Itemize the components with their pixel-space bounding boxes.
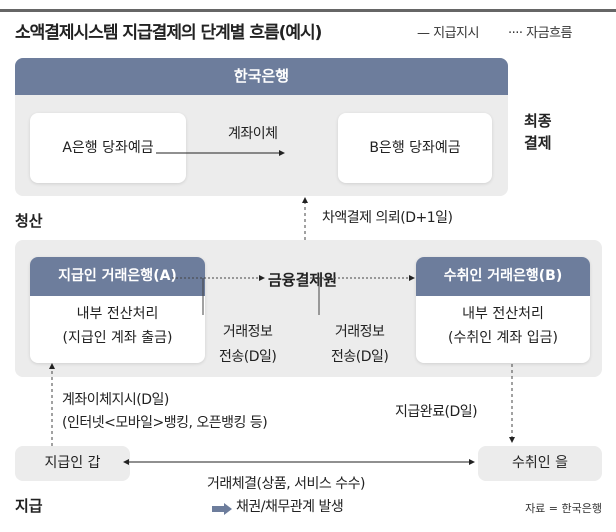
legend-solid: — 지급지시: [417, 26, 479, 41]
info-left-line2: 전송(D일): [219, 349, 277, 365]
info-right-line1: 거래정보: [334, 324, 385, 340]
block-arrow-icon: [212, 500, 232, 519]
b-bank-account-box: B은행 당좌예금: [338, 113, 492, 183]
source-note: 자료 = 한국은행: [525, 502, 602, 515]
info-left-line1: 거래정보: [222, 324, 273, 340]
a-bank-account-box: A은행 당좌예금: [30, 113, 186, 183]
payer-bank-line2: (지급인 계좌 출금): [62, 330, 173, 346]
info-transfer-right: 거래정보 전송(D일): [331, 320, 389, 370]
transfer-order-channels: (인터넷<모바일>뱅킹, 오픈뱅킹 등): [62, 415, 268, 431]
payer-bank-box: 지급인 거래은행(A) 내부 전산처리 (지급인 계좌 출금): [30, 257, 205, 363]
payee-bank-box: 수취인 거래은행(B) 내부 전산처리 (수취인 계좌 입금): [416, 257, 590, 363]
transfer-label: 계좌이체: [228, 126, 278, 142]
payee-bank-header: 수취인 거래은행(B): [416, 257, 590, 296]
transfer-order-label: 계좌이체지시(D일): [62, 392, 169, 408]
payer-box: 지급인 갑: [15, 446, 130, 481]
deal-label: 거래체결(상품, 서비스 수수): [207, 476, 365, 492]
final-settlement-label-2: 결제: [524, 134, 552, 152]
info-right-line2: 전송(D일): [331, 349, 389, 365]
debt-relation-label: 채권/채무관계 발생: [236, 499, 344, 515]
bank-of-korea-header: 한국은행: [15, 58, 508, 95]
kftc-label: 금융결제원: [268, 271, 338, 289]
payee-box: 수취인 을: [478, 446, 602, 481]
net-settlement-request-label: 차액결제 의뢰(D+1일): [322, 210, 453, 226]
payment-complete-label: 지급완료(D일): [395, 404, 478, 420]
payment-section-label: 지급: [15, 497, 43, 515]
info-transfer-left: 거래정보 전송(D일): [219, 320, 277, 370]
payee-bank-line2: (수취인 계좌 입금): [448, 330, 558, 346]
final-settlement-label-1: 최종: [524, 112, 552, 130]
page-title: 소액결제시스템 지급결제의 단계별 흐름(예시): [15, 23, 322, 43]
payer-bank-line1: 내부 전산처리: [76, 306, 159, 322]
payer-bank-header: 지급인 거래은행(A): [30, 257, 205, 296]
clearing-section-label: 청산: [15, 212, 43, 230]
legend-dotted: ···· 자금흐름: [508, 26, 573, 41]
payee-bank-line1: 내부 전산처리: [462, 306, 544, 322]
top-rule: [0, 9, 616, 12]
